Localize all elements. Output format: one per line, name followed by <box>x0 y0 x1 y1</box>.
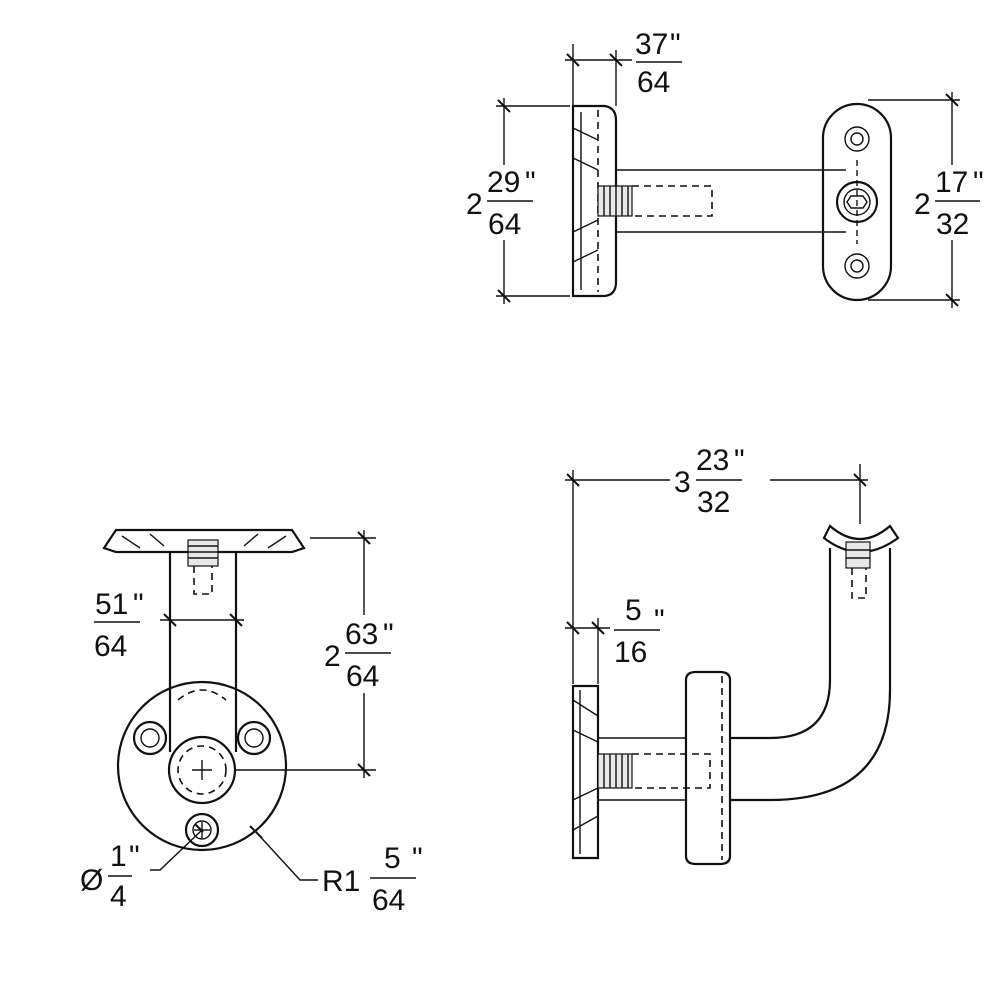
dim-2-29-64-num: 29 <box>487 166 520 199</box>
dim-5-16-unit: " <box>654 604 665 637</box>
top-wall-plate <box>571 104 618 298</box>
dim-2-63-64-unit: " <box>383 618 394 651</box>
dim-2-17-32-num: 17 <box>935 166 968 199</box>
dim-3-23-32-whole: 3 <box>674 466 691 499</box>
front-saddle <box>102 528 306 554</box>
dim-3-23-32-num: 23 <box>696 444 729 477</box>
dim-dia-den: 4 <box>110 880 127 913</box>
dim-2-17-32-unit: " <box>973 166 984 199</box>
dim-5-16-den: 16 <box>614 636 647 669</box>
dim-2-63-64-whole: 2 <box>324 640 341 673</box>
top-saddle <box>821 102 893 302</box>
dim-3-23-32-unit: " <box>734 444 745 477</box>
dim-r-unit: " <box>412 842 423 875</box>
dim-51-64-den: 64 <box>94 630 127 663</box>
dim-2-63-64-den: 64 <box>346 660 379 693</box>
dim-r-num: 5 <box>384 842 401 875</box>
dim-5-16-num: 5 <box>625 594 642 627</box>
dim-r-prefix: R1 <box>322 865 360 898</box>
dim-2-29-64-den: 64 <box>488 208 521 241</box>
dim-2-63-64-num: 63 <box>345 618 378 651</box>
front-base-flange <box>116 680 288 852</box>
dim-51-64-num: 51 <box>95 588 128 621</box>
dim-dia-prefix: Ø <box>80 864 103 897</box>
dim-51-64-unit: " <box>133 588 144 621</box>
front-view: 51 " 64 2 63 " 64 Ø 1 " 4 R1 5 " 64 <box>80 528 423 917</box>
dim-dia-num: 1 <box>110 840 127 873</box>
dim-dia-unit: " <box>129 840 140 873</box>
dim-37-64-unit: " <box>670 28 681 61</box>
dim-r-den: 64 <box>372 884 405 917</box>
side-view: 3 23 " 32 5 " 16 <box>565 440 900 866</box>
dim-37-64-num: 37 <box>635 28 668 61</box>
side-wall-plate <box>571 684 600 860</box>
dim-2-29-64-unit: " <box>525 166 536 199</box>
side-arm-outer <box>730 548 892 802</box>
side-arm-inner <box>730 548 832 740</box>
side-saddle-plate <box>684 670 732 866</box>
dim-3-23-32-den: 32 <box>697 486 730 519</box>
dim-37-64-den: 64 <box>637 66 670 99</box>
top-bolt-thread <box>597 185 633 217</box>
top-view: 37 " 64 2 29 " 64 2 17 " 32 <box>462 28 1000 308</box>
dim-2-29-64-whole: 2 <box>466 188 483 221</box>
dim-2-17-32-den: 32 <box>936 208 969 241</box>
dim-2-17-32-whole: 2 <box>914 188 931 221</box>
